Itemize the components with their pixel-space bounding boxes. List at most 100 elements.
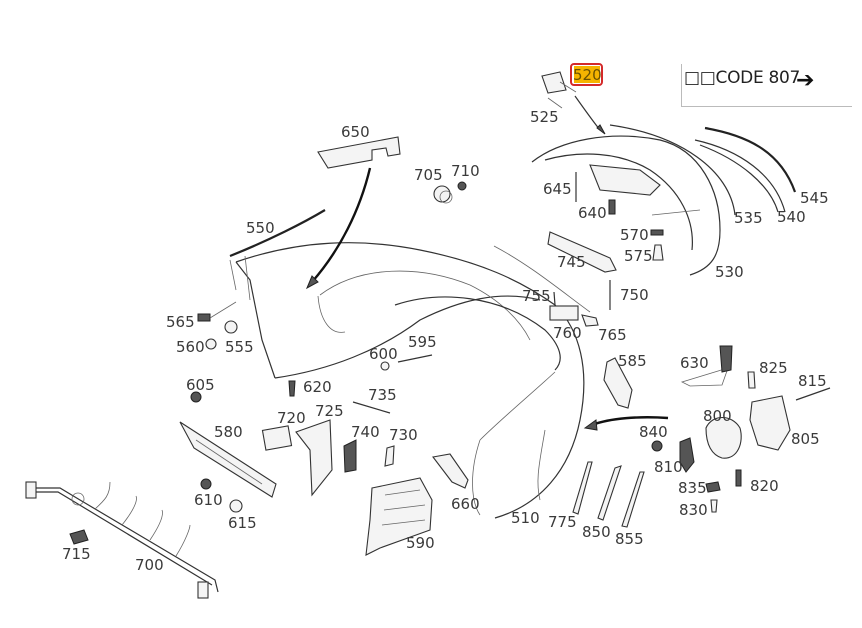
label-745: 745	[557, 253, 586, 271]
part-615-nut	[229, 499, 243, 513]
label-750: 750	[620, 286, 649, 304]
label-710: 710	[451, 162, 480, 180]
part-700-harness	[25, 481, 219, 599]
label-540: 540	[777, 208, 806, 226]
part-rod	[493, 245, 591, 313]
label-775: 775	[548, 513, 577, 531]
part-715-connector	[69, 529, 89, 545]
part-555-leader	[209, 301, 237, 319]
label-525: 525	[530, 108, 559, 126]
part-855-strip	[621, 471, 645, 528]
code-note-box	[681, 64, 852, 107]
part-550-strip	[229, 209, 326, 301]
label-815: 815	[798, 372, 827, 390]
part-590-bracket	[365, 477, 433, 556]
label-740: 740	[351, 423, 380, 441]
pointer-line-520	[574, 95, 601, 131]
part-595-bolt	[397, 354, 433, 363]
part-535-trim-strip	[609, 124, 736, 216]
label-585: 585	[618, 352, 647, 370]
part-710-ring	[457, 181, 467, 191]
label-605: 605	[186, 376, 215, 394]
label-610: 610	[194, 491, 223, 509]
label-855: 855	[615, 530, 644, 548]
label-705: 705	[414, 166, 443, 184]
highlight-fill-520	[574, 66, 600, 83]
part-605-nut	[190, 391, 202, 403]
label-730: 730	[389, 426, 418, 444]
label-565: 565	[166, 313, 195, 331]
label-850: 850	[582, 523, 611, 541]
part-565-clip	[197, 313, 211, 322]
part-580-rail	[179, 421, 277, 498]
part-630-bracket	[680, 345, 733, 387]
label-520: 520	[573, 66, 602, 84]
part-735-bolt	[352, 401, 391, 414]
part-820-bolt	[735, 469, 742, 487]
label-830: 830	[679, 501, 708, 519]
part-760-module	[549, 305, 579, 321]
part-540-trim-strip	[694, 139, 786, 213]
label-510: 510	[511, 509, 540, 527]
part-640-clip	[608, 199, 616, 215]
part-765-clip	[581, 314, 599, 327]
label-810: 810	[654, 458, 683, 476]
highlight-box-520	[570, 63, 603, 86]
part-555-grommet	[224, 320, 238, 334]
label-720: 720	[277, 409, 306, 427]
part-775-strip	[572, 461, 593, 515]
part-620-clip	[288, 380, 296, 397]
part-560-nut	[205, 338, 217, 350]
label-535: 535	[734, 209, 763, 227]
part-830-clip	[710, 499, 718, 513]
label-650: 650	[341, 123, 370, 141]
part-745-bracket	[547, 231, 617, 273]
part-755-screw	[553, 291, 556, 306]
label-755: 755	[522, 287, 551, 305]
part-520-bracket	[541, 71, 577, 94]
label-580: 580	[214, 423, 243, 441]
part-850-strip	[597, 465, 622, 521]
part-585-bracket	[603, 357, 633, 409]
arrowhead-520	[596, 124, 606, 135]
label-800: 800	[703, 407, 732, 425]
arrow-right-group	[591, 416, 669, 427]
label-735: 735	[368, 386, 397, 404]
label-555: 555	[225, 338, 254, 356]
part-730-clip	[384, 445, 395, 467]
part-740-plate	[343, 439, 357, 473]
part-720-pad	[261, 425, 293, 451]
part-525-wire	[547, 97, 563, 109]
label-575: 575	[624, 247, 653, 265]
part-800-housing	[705, 416, 742, 459]
label-840: 840	[639, 423, 668, 441]
label-835: 835	[678, 479, 707, 497]
label-620: 620	[303, 378, 332, 396]
label-715: 715	[62, 545, 91, 563]
label-765: 765	[598, 326, 627, 344]
label-820: 820	[750, 477, 779, 495]
label-570: 570	[620, 226, 649, 244]
code-note-text: □□CODE 807	[684, 68, 801, 88]
part-530-upper-bumper	[531, 135, 721, 276]
label-550: 550	[246, 219, 275, 237]
part-545-trim-strip	[704, 126, 797, 193]
label-660: 660	[451, 495, 480, 513]
label-640: 640	[578, 204, 607, 222]
arrowhead-right-group	[583, 419, 598, 431]
label-560: 560	[176, 338, 205, 356]
label-590: 590	[406, 534, 435, 552]
part-805-bracket	[749, 395, 791, 451]
part-650-panel	[317, 136, 401, 169]
part-840-nut	[651, 440, 663, 452]
label-725: 725	[315, 402, 344, 420]
label-545: 545	[800, 189, 829, 207]
label-700: 700	[135, 556, 164, 574]
part-705-sensor	[433, 185, 453, 204]
part-725-bracket	[295, 419, 333, 497]
label-760: 760	[553, 324, 582, 342]
part-570-clip	[650, 229, 664, 236]
part-835-clip	[705, 481, 721, 493]
label-615: 615	[228, 514, 257, 532]
